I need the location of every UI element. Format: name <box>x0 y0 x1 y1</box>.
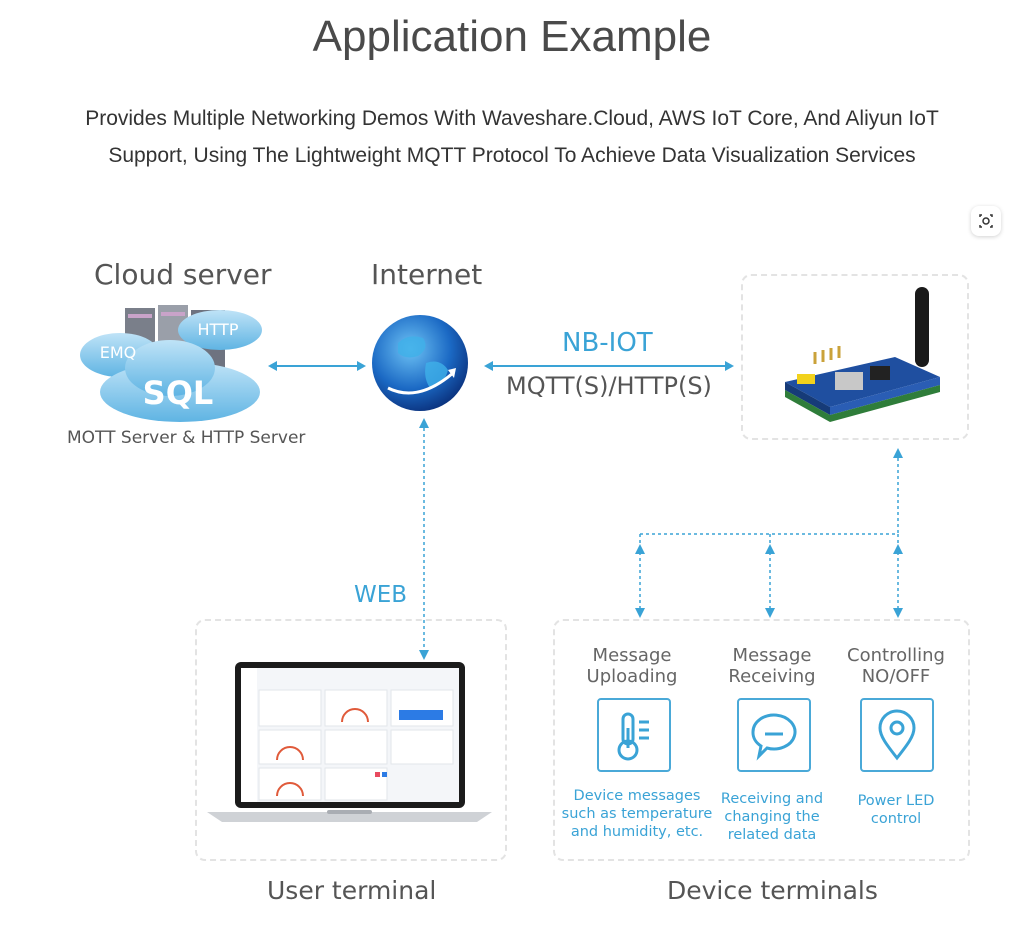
col1-desc: Device messages such as temperature and … <box>557 787 717 841</box>
device-terminals-label: Device terminals <box>667 876 878 905</box>
cloud-internet-arrow <box>268 361 366 371</box>
web-label: WEB <box>354 582 408 608</box>
col2-desc-line2: changing the <box>724 809 820 825</box>
user-terminal-box <box>195 619 507 861</box>
col2-title: Message Receiving <box>702 645 842 687</box>
col3-title: Controlling NO/OFF <box>826 645 966 687</box>
col1-desc-line3: and humidity, etc. <box>570 824 704 840</box>
col1-title: Message Uploading <box>562 645 702 687</box>
col1-desc-line1: Device messages <box>573 788 701 804</box>
message-receiving-card <box>737 698 811 772</box>
power-led-card <box>860 698 934 772</box>
device-branch-arrows <box>635 448 903 618</box>
web-link-arrow <box>419 418 429 660</box>
device-terminals-box <box>553 619 970 861</box>
col2-title-line1: Message <box>732 645 812 666</box>
col2-desc-line1: Receiving and <box>720 791 824 807</box>
location-pin-icon <box>878 709 916 761</box>
col2-desc-line3: related data <box>727 827 817 843</box>
nb-iot-hat-icon <box>785 287 940 422</box>
col2-desc: Receiving and changing the related data <box>702 790 842 844</box>
cloud-tag-emq: EMQ <box>100 343 137 362</box>
col2-title-line2: Receiving <box>728 666 816 687</box>
internet-device-arrow <box>484 361 734 371</box>
cloud-server-icon: HTTP EMQ SQL <box>80 305 262 422</box>
subtitle-line-2: Support, Using The Lightweight MQTT Prot… <box>108 144 916 167</box>
chat-bubble-icon <box>751 713 797 761</box>
page-title: Application Example <box>312 12 712 61</box>
col3-title-line1: Controlling <box>847 645 945 666</box>
cloud-server-heading: Cloud server <box>94 258 272 291</box>
col3-desc-line2: control <box>870 811 922 827</box>
image-search-button[interactable] <box>971 206 1001 236</box>
nb-iot-label: NB-IOT <box>562 328 653 358</box>
subtitle-line-1: Provides Multiple Networking Demos With … <box>85 107 939 130</box>
col1-desc-line2: such as temperature <box>561 806 713 822</box>
col3-title-line2: NO/OFF <box>861 666 931 687</box>
globe-icon <box>372 315 468 411</box>
cloud-tag-sql: SQL <box>143 374 214 412</box>
col1-title-line2: Uploading <box>586 666 678 687</box>
user-terminal-label: User terminal <box>267 876 437 905</box>
message-uploading-card <box>597 698 671 772</box>
transport-label: MQTT(S)/HTTP(S) <box>506 372 712 400</box>
cloud-tag-http: HTTP <box>198 320 239 339</box>
col3-desc-line1: Power LED <box>857 793 935 809</box>
image-search-icon <box>979 214 993 228</box>
internet-heading: Internet <box>371 258 483 291</box>
laptop-dashboard-icon <box>207 662 492 822</box>
thermometer-icon <box>617 712 649 761</box>
device-hardware-box <box>741 274 969 440</box>
cloud-server-caption: MOTT Server & HTTP Server <box>67 428 306 448</box>
col3-desc: Power LED control <box>826 792 966 828</box>
col1-title-line1: Message <box>592 645 672 666</box>
